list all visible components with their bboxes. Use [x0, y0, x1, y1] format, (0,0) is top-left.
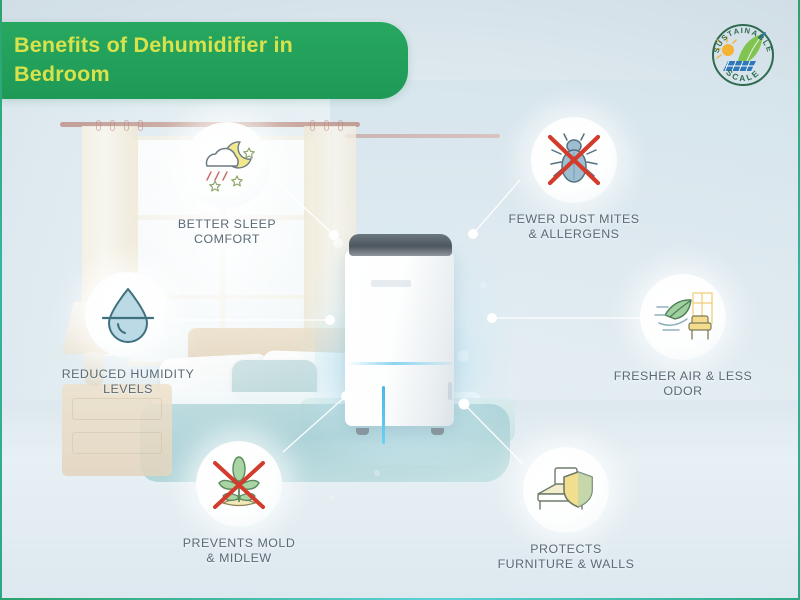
water-droplet-icon	[101, 288, 155, 343]
device-brand-mark	[371, 280, 411, 287]
brand-logo[interactable]: SUSTAINABLE SCALE	[704, 16, 782, 94]
benefit-icon-bubble	[531, 117, 617, 203]
benefit-protects-furniture[interactable]: PROTECTS FURNITURE & WALLS	[475, 447, 657, 572]
logo-bottom-text: SCALE	[724, 67, 760, 83]
bokeh-dot	[333, 238, 343, 248]
bed-shield-icon	[537, 467, 593, 510]
device-body	[345, 248, 454, 426]
bokeh-dot	[480, 282, 487, 289]
benefit-prevents-mold[interactable]: PREVENTS MOLD & MIDLEW	[148, 441, 330, 566]
benefit-label: PREVENTS MOLD & MIDLEW	[182, 536, 296, 566]
device-side-vent	[448, 382, 452, 400]
benefit-icon-bubble	[640, 274, 726, 360]
bokeh-dot	[520, 500, 526, 506]
device-top-panel	[349, 234, 452, 256]
benefit-label: PROTECTS FURNITURE & WALLS	[497, 542, 635, 572]
device-seam-light	[347, 362, 452, 365]
leaf-airflow-chair-icon	[654, 292, 713, 340]
benefit-label: BETTER SLEEP COMFORT	[177, 217, 277, 247]
svg-text:SCALE: SCALE	[724, 67, 762, 83]
benefit-fresher-air[interactable]: FRESHER AIR & LESS ODOR	[592, 274, 774, 399]
benefit-icon-bubble	[196, 441, 282, 527]
nightstand-drawer	[72, 398, 162, 420]
benefit-icon-bubble	[184, 122, 270, 208]
page-title: Benefits of Dehumidifier in Bedroom	[14, 33, 293, 86]
bokeh-dot	[374, 470, 380, 476]
benefit-icon-bubble	[523, 447, 609, 533]
benefit-icon-bubble	[85, 272, 171, 358]
nightstand	[62, 384, 172, 476]
lamp-base	[84, 352, 104, 386]
dehumidifier-device	[345, 234, 455, 444]
benefit-better-sleep[interactable]: BETTER SLEEP COMFORT	[136, 122, 318, 247]
nightstand-drawer	[72, 432, 162, 454]
bokeh-dot	[457, 350, 469, 362]
benefit-label: FEWER DUST MITES & ALLERGENS	[508, 212, 640, 242]
benefit-label: FRESHER AIR & LESS ODOR	[613, 369, 753, 399]
moon-cloud-stars-icon	[205, 141, 255, 192]
curtain-ring	[310, 120, 315, 131]
curtain-ring	[338, 120, 343, 131]
curtain-ring	[124, 120, 129, 131]
curtain-ring	[110, 120, 115, 131]
curtain-rod-right	[345, 134, 500, 138]
bokeh-dot	[330, 495, 335, 500]
benefit-label: REDUCED HUMIDITY LEVELS	[61, 367, 195, 397]
no-mold-plant-icon	[213, 456, 265, 509]
device-led-strip	[382, 386, 385, 444]
sustainable-scale-logo-icon: SUSTAINABLE SCALE	[712, 24, 774, 86]
device-foot	[431, 428, 444, 435]
benefit-fewer-dust-mites[interactable]: FEWER DUST MITES & ALLERGENS	[483, 117, 665, 242]
curtain-ring	[324, 120, 329, 131]
curtain-ring	[138, 120, 143, 131]
benefit-reduced-humidity[interactable]: REDUCED HUMIDITY LEVELS	[37, 272, 219, 397]
no-dust-mite-icon	[547, 133, 601, 186]
curtain-ring	[96, 120, 101, 131]
device-foot	[356, 428, 369, 435]
title-banner: Benefits of Dehumidifier in Bedroom	[0, 22, 408, 100]
